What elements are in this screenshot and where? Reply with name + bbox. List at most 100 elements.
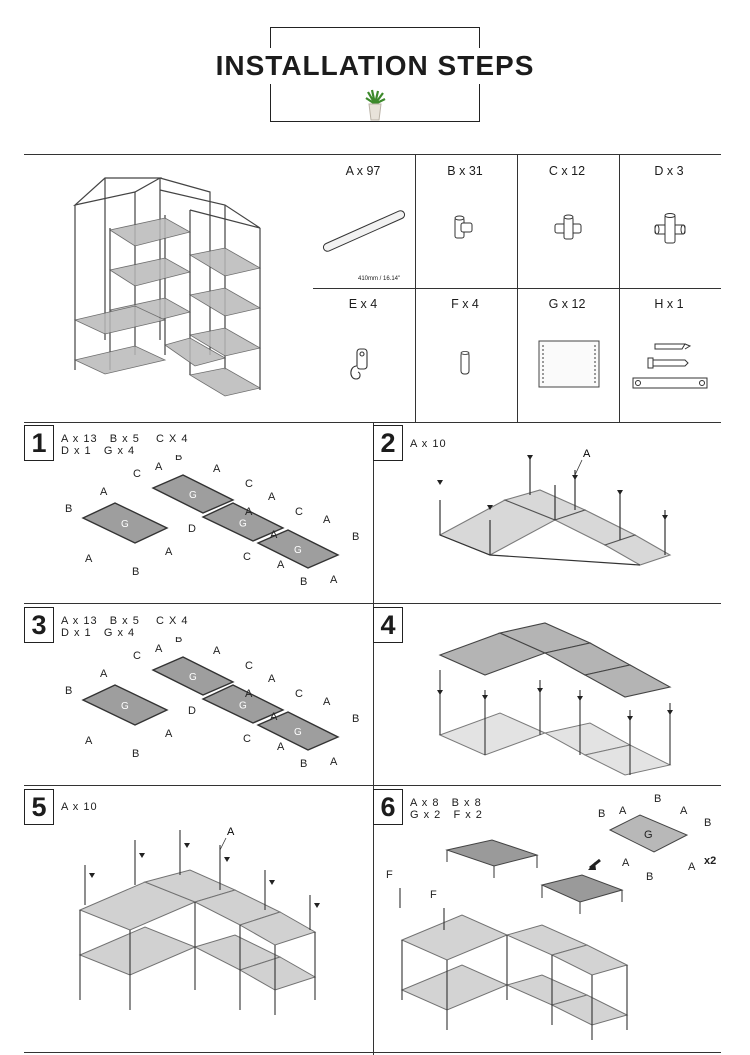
label-a: A bbox=[268, 491, 276, 503]
label-b: B bbox=[300, 576, 307, 588]
parts-divider bbox=[517, 154, 518, 422]
label-c: C bbox=[295, 506, 303, 518]
part-h-count: H x 1 bbox=[654, 297, 684, 311]
part-e-count: E x 4 bbox=[348, 297, 378, 311]
connector-c-icon bbox=[554, 214, 582, 240]
part-b-count: B x 31 bbox=[447, 164, 483, 178]
label-a: A bbox=[323, 514, 331, 526]
step-4-illustration bbox=[437, 622, 673, 776]
label-b: B bbox=[65, 503, 72, 515]
shelf-panel bbox=[151, 474, 235, 514]
label-g: G bbox=[294, 727, 302, 738]
label-b: B bbox=[132, 566, 139, 578]
steps-row-divider bbox=[24, 785, 721, 786]
label-a: A bbox=[680, 805, 688, 817]
shelf-panel bbox=[256, 711, 340, 751]
label-b: B bbox=[132, 748, 139, 760]
part-a-count: A x 97 bbox=[345, 164, 381, 178]
label-c: C bbox=[133, 650, 141, 662]
part-g-count: G x 12 bbox=[548, 297, 586, 311]
label-b: B bbox=[300, 758, 307, 770]
label-a: A bbox=[85, 553, 93, 565]
label-a: A bbox=[213, 645, 221, 657]
label-a: A bbox=[330, 756, 338, 768]
label-a: A bbox=[277, 741, 285, 753]
label-a: A bbox=[227, 826, 235, 838]
label-a: A bbox=[323, 696, 331, 708]
label-c: C bbox=[245, 660, 253, 672]
parts-top-border bbox=[24, 154, 721, 155]
step-3-number: 3 bbox=[24, 607, 54, 643]
step-5-parts: A x 10 bbox=[61, 801, 98, 813]
label-b: B bbox=[654, 793, 661, 805]
tube-icon bbox=[322, 210, 406, 252]
label-a: A bbox=[165, 546, 173, 558]
label-b: B bbox=[175, 455, 182, 463]
assembled-wardrobe-illustration bbox=[72, 177, 262, 397]
label-a: A bbox=[268, 673, 276, 685]
label-g: G bbox=[239, 518, 247, 529]
step-1-number: 1 bbox=[24, 425, 54, 461]
label-b: B bbox=[598, 808, 605, 820]
label-b: B bbox=[352, 713, 359, 725]
steps-bottom-border bbox=[24, 1052, 721, 1053]
shelf-panel bbox=[81, 684, 169, 726]
hook-icon bbox=[350, 348, 368, 380]
label-g: G bbox=[121, 519, 129, 530]
part-c-count: C x 12 bbox=[548, 164, 586, 178]
label-a: A bbox=[619, 805, 627, 817]
label-g: G bbox=[644, 829, 653, 841]
step-1-parts: A x 13 B x 5 C X 4 D x 1 G x 4 bbox=[61, 433, 189, 457]
shelf-panel bbox=[256, 529, 340, 569]
label-g: G bbox=[239, 700, 247, 711]
label-a: A bbox=[165, 728, 173, 740]
label-a: A bbox=[583, 448, 591, 460]
label-a: A bbox=[622, 857, 630, 869]
step-6-illustration: B A B A B G A B A x2 F F bbox=[386, 793, 716, 1040]
step-2-parts: A x 10 bbox=[410, 438, 447, 450]
step-2-number: 2 bbox=[373, 425, 403, 461]
hardware-kit-icon bbox=[632, 343, 708, 389]
step-6-number: 6 bbox=[373, 789, 403, 825]
step-5-illustration: A bbox=[78, 826, 320, 1015]
connector-d-icon bbox=[654, 213, 686, 244]
label-c: C bbox=[245, 478, 253, 490]
label-a: A bbox=[85, 735, 93, 747]
label-b: B bbox=[704, 817, 711, 829]
label-a: A bbox=[245, 506, 253, 518]
step-4-number: 4 bbox=[373, 607, 403, 643]
label-b: B bbox=[352, 531, 359, 543]
label-g: G bbox=[189, 672, 197, 683]
step-3-parts: A x 13 B x 5 C X 4 D x 1 G x 4 bbox=[61, 615, 189, 639]
shelf-panel bbox=[201, 684, 285, 724]
label-a: A bbox=[100, 486, 108, 498]
label-a: A bbox=[330, 574, 338, 586]
quantity-x2: x2 bbox=[704, 855, 716, 867]
label-d: D bbox=[188, 705, 196, 717]
step-5-number: 5 bbox=[24, 789, 54, 825]
part-a-length: 410mm / 16.14" bbox=[358, 276, 401, 282]
shelf-panel bbox=[81, 502, 169, 544]
label-c: C bbox=[243, 733, 251, 745]
label-a: A bbox=[277, 559, 285, 571]
label-b: B bbox=[175, 637, 182, 645]
steps-center-divider bbox=[373, 422, 374, 1055]
parts-bottom-border bbox=[24, 422, 721, 423]
parts-divider bbox=[619, 154, 620, 422]
part-d-count: D x 3 bbox=[654, 164, 684, 178]
parts-divider bbox=[415, 154, 416, 422]
shelf-panel bbox=[151, 656, 235, 696]
label-g: G bbox=[294, 545, 302, 556]
label-f: F bbox=[386, 869, 393, 881]
label-b: B bbox=[646, 871, 653, 883]
label-a: A bbox=[688, 861, 696, 873]
step-2-illustration: A bbox=[437, 448, 672, 566]
label-g: G bbox=[121, 701, 129, 712]
shelf-panel bbox=[201, 502, 285, 542]
step-6-parts: A x 8 B x 8 G x 2 F x 2 bbox=[410, 797, 483, 821]
label-d: D bbox=[188, 523, 196, 535]
label-a: A bbox=[213, 463, 221, 475]
label-a: A bbox=[155, 461, 163, 473]
